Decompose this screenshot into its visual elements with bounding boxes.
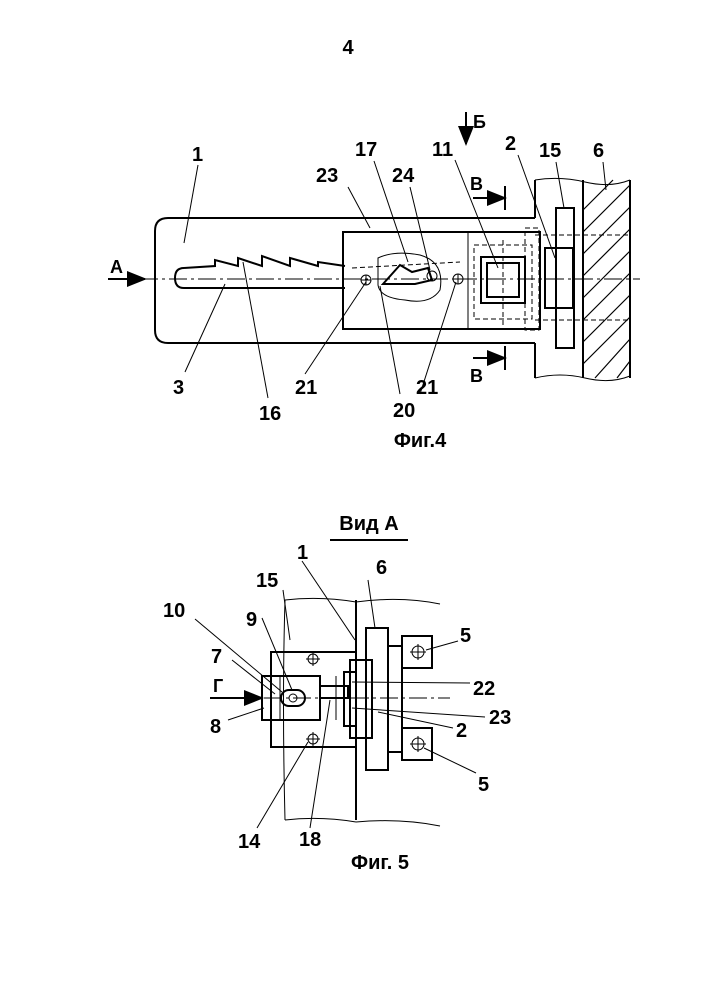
fig4-label-15: 15: [539, 140, 561, 162]
view-mark-b: Б: [473, 112, 486, 132]
flange-2: [545, 248, 573, 308]
fig4-label-20: 20: [393, 400, 415, 422]
fig5-label-15: 15: [256, 570, 278, 592]
fig4-label-1: 1: [192, 144, 203, 166]
fig5-caption: Фиг. 5: [351, 852, 409, 874]
section-mark-bottom: В: [470, 366, 483, 386]
fig4-label-3: 3: [173, 377, 184, 399]
fig4-label-24: 24: [392, 165, 415, 187]
page-number: 4: [342, 37, 354, 59]
fig5-label-2: 2: [456, 720, 467, 742]
rack-teeth: [184, 256, 345, 268]
flange-1: [366, 628, 388, 770]
fig5-label-22: 22: [473, 678, 495, 700]
fig5-label-7: 7: [211, 646, 222, 668]
fig4-label-16: 16: [259, 403, 281, 425]
pawl: [383, 265, 432, 284]
fig4-label-6: 6: [593, 140, 604, 162]
flange-15: [556, 208, 574, 348]
fig5-label-5b: 5: [478, 774, 489, 796]
fig5-leaders: [195, 561, 485, 828]
fig4-leaders: [184, 155, 606, 398]
fig4-caption: Фиг.4: [394, 430, 447, 452]
fig4-label-21b: 21: [416, 377, 438, 399]
fig5-label-8: 8: [210, 716, 221, 738]
flange-plate: [388, 646, 402, 752]
fig5-label-5a: 5: [460, 625, 471, 647]
fig4-label-11: 11: [432, 139, 453, 161]
figure-5: Вид А: [163, 513, 511, 874]
fig4-label-17: 17: [355, 139, 377, 161]
fig5-label-14: 14: [238, 831, 261, 853]
fig5-label-6: 6: [376, 557, 387, 579]
figure-4: В В Б А 1 3 16 21 20 21 2: [108, 112, 640, 452]
fig5-label-18: 18: [299, 829, 321, 851]
fig4-label-23: 23: [316, 165, 338, 187]
fig5-label-23: 23: [489, 707, 511, 729]
fig5-title: Вид А: [339, 513, 398, 535]
slider-block: [343, 232, 540, 329]
fig5-label-10: 10: [163, 600, 185, 622]
fig5-label-9: 9: [246, 609, 257, 631]
wall-left-edge: [284, 600, 286, 820]
view-mark-g: Г: [213, 676, 223, 696]
fig4-label-21a: 21: [295, 377, 317, 399]
pawl-hidden-edge: [352, 262, 460, 268]
section-mark-top: В: [470, 174, 483, 194]
view-mark-a: А: [110, 257, 123, 277]
fig4-label-2: 2: [505, 133, 516, 155]
rack-slot: [175, 268, 345, 288]
base-plate: [155, 218, 535, 343]
fig5-label-1: 1: [297, 542, 308, 564]
